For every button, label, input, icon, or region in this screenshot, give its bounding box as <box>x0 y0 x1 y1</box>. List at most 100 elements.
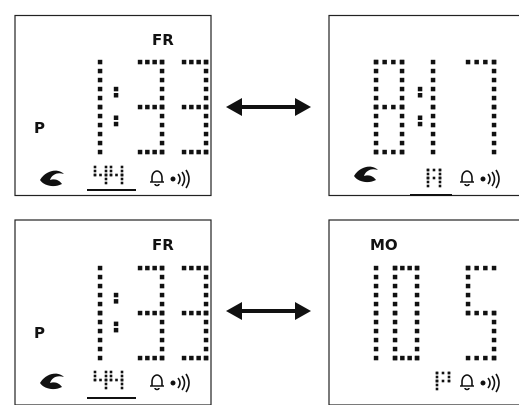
segment-dot <box>491 328 497 334</box>
segment-dot <box>392 274 398 280</box>
segment-dot <box>203 77 209 83</box>
segment-dot <box>392 301 398 307</box>
segment-dot <box>491 59 497 65</box>
colon <box>417 86 423 127</box>
segment-dot <box>145 310 150 316</box>
segment-dot <box>159 140 165 146</box>
segment-dot <box>465 274 471 280</box>
sound-icon <box>480 169 500 189</box>
segment-dot <box>474 59 479 65</box>
segment-dot <box>97 283 103 289</box>
digit-area <box>97 59 209 155</box>
segment-dot <box>109 374 113 378</box>
digit-3 <box>137 59 165 155</box>
segment-dot <box>373 140 379 146</box>
segment-dot <box>181 265 187 271</box>
segment-dot <box>93 165 97 169</box>
segment-dot <box>399 59 405 65</box>
segment-dot <box>203 328 209 334</box>
segment-dot <box>373 77 379 83</box>
segment-dot <box>159 283 165 289</box>
segment-dot <box>491 68 497 74</box>
segment-dot <box>159 355 165 361</box>
segment-dot <box>120 173 124 177</box>
segment-dot <box>430 77 436 83</box>
segment-dot <box>159 104 165 110</box>
segment-dot <box>196 59 201 65</box>
segment-dot <box>414 328 420 334</box>
segment-dot <box>104 382 108 386</box>
segment-dot <box>430 86 436 92</box>
panel-frame <box>14 219 212 405</box>
segment-dot <box>97 301 103 307</box>
segment-dot <box>189 104 194 110</box>
segment-dot <box>447 379 451 383</box>
segment-dot <box>438 172 442 176</box>
day-label: FR <box>152 31 174 49</box>
segment-dot <box>97 310 103 316</box>
segment-dot <box>491 337 497 343</box>
segment-dot <box>474 355 479 361</box>
segment-dot <box>97 265 103 271</box>
segment-dot <box>373 319 379 325</box>
digit-1 <box>373 265 379 361</box>
colon-dot <box>417 93 423 98</box>
segment-dot <box>97 95 103 101</box>
segment-dot <box>483 265 488 271</box>
segment-dot <box>109 378 113 382</box>
segment-dot <box>491 149 497 155</box>
segment-dot <box>104 169 108 173</box>
segment-dot <box>430 113 436 119</box>
segment-dot <box>159 68 165 74</box>
digit-3 <box>181 265 209 361</box>
segment-dot <box>491 319 497 325</box>
segment-dot <box>414 346 420 352</box>
segment-dot <box>399 95 405 101</box>
digit-A <box>426 168 442 188</box>
segment-dot <box>414 274 420 280</box>
segment-dot <box>491 346 497 352</box>
segment-dot <box>430 122 436 128</box>
digit-area <box>373 59 497 155</box>
segment-dot <box>391 59 396 65</box>
segment-dot <box>196 355 201 361</box>
segment-dot <box>491 122 497 128</box>
segment-dot <box>438 176 442 180</box>
segment-dot <box>407 355 412 361</box>
segment-dot <box>414 355 420 361</box>
segment-dot <box>104 374 108 378</box>
segment-dot <box>159 265 165 271</box>
segment-dot <box>97 113 103 119</box>
segment-dot <box>414 310 420 316</box>
segment-dot <box>414 337 420 343</box>
segment-dot <box>430 59 436 65</box>
segment-dot <box>392 292 398 298</box>
sound-icon <box>170 373 190 393</box>
digit-area <box>373 265 497 361</box>
segment-dot <box>104 173 108 177</box>
segment-dot <box>120 181 124 185</box>
colon-dot <box>113 292 119 298</box>
digit-area <box>97 265 209 361</box>
segment-dot <box>432 176 436 180</box>
segment-dot <box>426 180 430 184</box>
segment-dot <box>373 274 379 280</box>
segment-dot <box>97 274 103 280</box>
segment-dot <box>97 122 103 128</box>
segment-dot <box>426 176 430 180</box>
segment-dot <box>491 86 497 92</box>
segment-dot <box>399 113 405 119</box>
segment-dot <box>137 310 143 316</box>
segment-dot <box>97 86 103 92</box>
segment-dot <box>391 149 396 155</box>
colon-dot <box>113 321 119 327</box>
segment-dot <box>373 310 379 316</box>
segment-dot <box>152 265 157 271</box>
segment-dot <box>115 173 118 177</box>
colon-dot <box>113 327 119 333</box>
mode-label: P <box>34 119 45 137</box>
segment-dot <box>447 371 451 375</box>
segment-dot <box>373 292 379 298</box>
lcd-panel-4: MO <box>328 219 519 405</box>
